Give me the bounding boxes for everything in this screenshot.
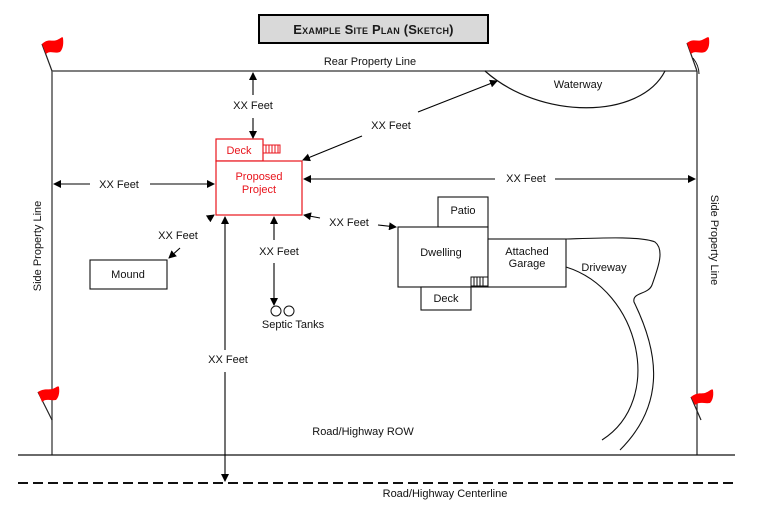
driveway-outer-edge xyxy=(565,237,661,451)
proposed-project-label-line2: Project xyxy=(242,184,276,196)
dim-arrow-mound-down xyxy=(168,247,181,259)
proposed-deck-stairs xyxy=(262,144,281,154)
septic-tank-1 xyxy=(270,305,282,317)
mound-label: Mound xyxy=(111,269,145,281)
proposed-project-box xyxy=(215,160,303,216)
flag-icon-top-left xyxy=(41,37,64,72)
waterway-label: Waterway xyxy=(554,79,603,91)
proposed-project-label-line1: Proposed xyxy=(235,171,282,183)
septic-tank-2 xyxy=(283,305,295,317)
left-side-property-line-label: Side Property Line xyxy=(32,201,44,292)
driveway-label: Driveway xyxy=(581,262,627,274)
garage-label-line2: Garage xyxy=(509,258,546,270)
dim-label-dwelling: XX Feet xyxy=(329,217,369,229)
flag-icon-bottom-left xyxy=(37,386,60,421)
dwelling-deck-box xyxy=(420,286,472,311)
patio-box xyxy=(437,196,489,228)
dim-label-right-side: XX Feet xyxy=(506,173,546,185)
septic-tanks-label: Septic Tanks xyxy=(262,319,325,331)
dim-arrow-mound-up xyxy=(205,214,215,223)
flag-icon-bottom-right xyxy=(690,389,714,421)
dim-arrow-dwelling-in xyxy=(303,212,321,221)
rear-property-line-label: Rear Property Line xyxy=(324,56,416,68)
dim-label-left-side: XX Feet xyxy=(99,179,139,191)
mound-box xyxy=(89,259,168,290)
dim-label-mound: XX Feet xyxy=(158,230,198,242)
dim-label-centerline: XX Feet xyxy=(208,354,248,366)
right-side-property-line-label: Side Property Line xyxy=(708,195,720,286)
road-row-label: Road/Highway ROW xyxy=(312,426,414,438)
driveway-inner-edge xyxy=(565,266,639,441)
proposed-deck-label: Deck xyxy=(226,145,252,157)
attached-garage-box xyxy=(487,238,567,288)
dim-arrow-waterway-up xyxy=(417,79,498,113)
waterway-edge xyxy=(692,57,700,75)
dwelling-deck-label: Deck xyxy=(433,293,459,305)
page-title: Example Site Plan (Sketch) xyxy=(258,14,489,44)
dim-label-rear: XX Feet xyxy=(233,100,273,112)
dwelling-label: Dwelling xyxy=(420,247,462,259)
garage-label-line1: Attached xyxy=(505,246,548,258)
road-centerline-label: Road/Highway Centerline xyxy=(383,488,508,500)
dim-label-septic: XX Feet xyxy=(259,246,299,258)
waterway-shape xyxy=(484,70,666,109)
dim-arrow-waterway-down xyxy=(302,135,363,162)
dim-label-waterway: XX Feet xyxy=(371,120,411,132)
patio-label: Patio xyxy=(450,205,475,217)
flag-icon-top-right xyxy=(686,37,710,72)
dim-arrow-dwelling-out xyxy=(377,222,397,231)
